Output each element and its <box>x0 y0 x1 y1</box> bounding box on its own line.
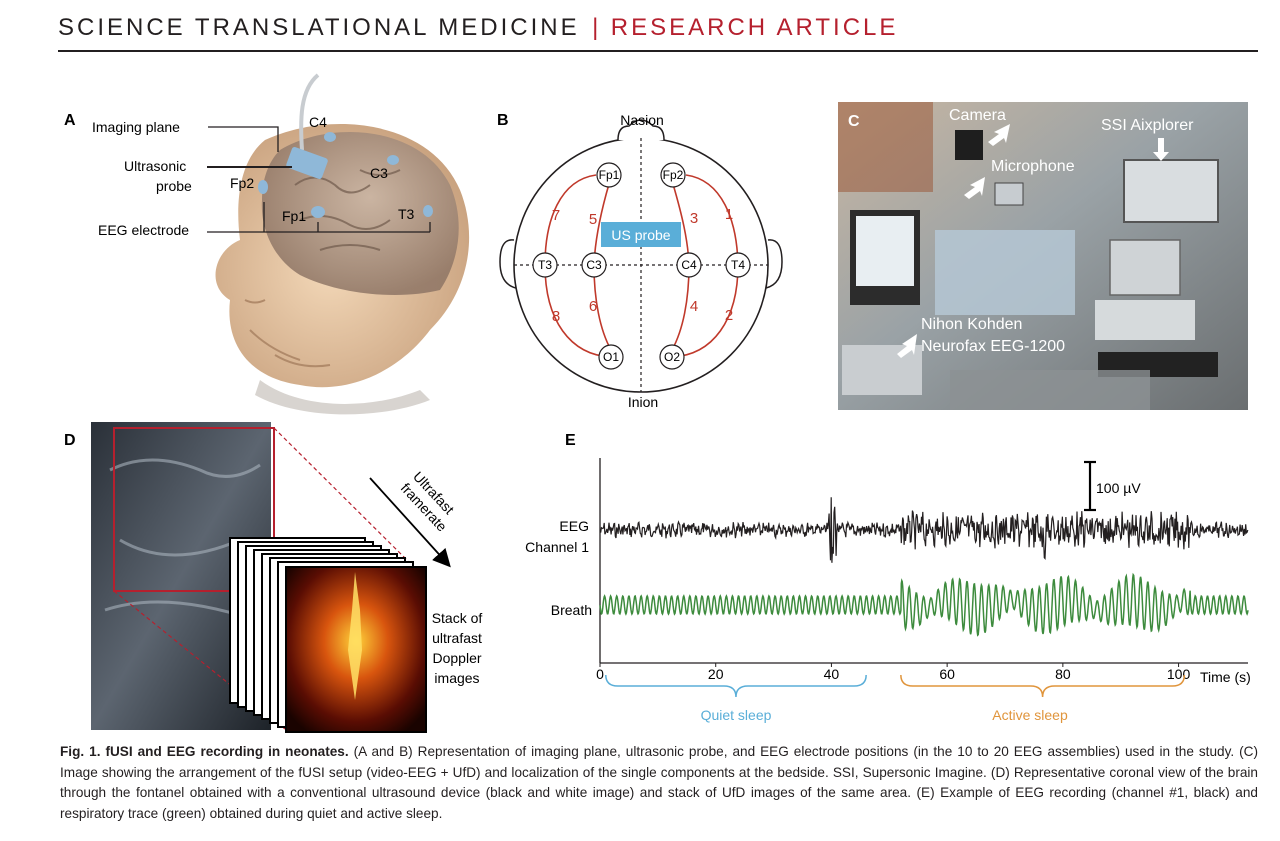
stack-line3: Doppler <box>432 650 481 666</box>
panel-e-label: E <box>565 432 576 449</box>
node-o1: O1 <box>603 350 619 364</box>
fp2-label: Fp2 <box>230 175 254 191</box>
left-ear-shape <box>499 239 517 289</box>
eeg-trace <box>599 497 1249 563</box>
incubator <box>935 230 1075 315</box>
ultrasonic-label: Ultrasonic <box>124 158 186 174</box>
scale-bar-label: 100 µV <box>1096 480 1141 496</box>
quiet-sleep-brace <box>605 674 867 698</box>
panel-e: E EEG Channel 1 Breath 100 µV 0 20 40 60 80 1… <box>525 432 1251 723</box>
node-fp2: Fp2 <box>663 168 684 182</box>
t3-label: T3 <box>398 206 415 222</box>
nk-line2: Neurofax EEG-1200 <box>921 338 1065 355</box>
x-axis-label: Time (s) <box>1200 669 1251 685</box>
framerate-arrow <box>369 477 451 568</box>
breath-trace <box>599 572 1249 637</box>
right-ear-shape <box>765 239 783 289</box>
channel-4: 4 <box>690 298 698 315</box>
electrode-dots <box>258 132 433 218</box>
x-tick-label-3: 60 <box>939 666 955 682</box>
photo-annotations: Camera Microphone SSI Aixplorer Nihon Ko… <box>921 107 1194 355</box>
probe-label: probe <box>156 178 192 194</box>
article-type: RESEARCH ARTICLE <box>610 14 899 41</box>
breath-series-label: Breath <box>551 602 592 618</box>
stack-caption: Stack of ultrafast Doppler images <box>432 610 483 686</box>
camera-device <box>955 130 983 160</box>
roi-box <box>113 427 275 592</box>
node-fp1: Fp1 <box>599 168 620 182</box>
nk-line1: Nihon Kohden <box>921 316 1022 333</box>
channel-5: 5 <box>589 211 597 228</box>
quiet-sleep-label: Quiet sleep <box>701 707 772 723</box>
x-tick-label-2: 40 <box>824 666 840 682</box>
node-c4: C4 <box>681 258 697 272</box>
ultrasonic-probe-shape <box>286 73 328 179</box>
panel-d: D Ultrafast framerate Stack of ultrafast <box>64 422 483 733</box>
microphone-label: Microphone <box>991 158 1075 175</box>
channel-1: 1 <box>725 206 733 223</box>
node-o2: O2 <box>664 350 680 364</box>
x-tick-label-0: 0 <box>596 666 604 682</box>
panel-a: A Imaging plane Ultrasonic probe EEG ele… <box>64 73 470 415</box>
node-t3: T3 <box>538 258 552 272</box>
scale-bar: 100 µV <box>1084 460 1141 512</box>
nasion-label: Nasion <box>620 112 664 128</box>
nose-shape <box>617 119 665 141</box>
channel-2: 2 <box>725 307 733 324</box>
channel-3: 3 <box>690 210 698 227</box>
stack-line1: Stack of <box>432 610 483 626</box>
ssi-screen <box>1123 159 1219 223</box>
header-rule <box>58 50 1258 52</box>
fp1-label: Fp1 <box>282 208 306 224</box>
x-tick-label-5: 100 <box>1167 666 1191 682</box>
camera-label: Camera <box>949 107 1006 124</box>
stack-line4: images <box>434 670 479 686</box>
channel-6: 6 <box>589 298 597 315</box>
eeg-series-line1: EEG <box>559 518 589 534</box>
us-probe-box <box>601 222 681 247</box>
us-probe-label: US probe <box>611 227 670 243</box>
x-tick-label-4: 80 <box>1055 666 1071 682</box>
node-t4: T4 <box>731 258 745 272</box>
c3-label: C3 <box>370 165 388 181</box>
figure-caption: Fig. 1. fUSI and EEG recording in neonat… <box>60 742 1258 824</box>
journal-name: SCIENCE TRANSLATIONAL MEDICINE <box>58 14 580 41</box>
panel-b-label: B <box>497 112 509 129</box>
inion-label: Inion <box>628 394 658 410</box>
panel-c-label: C <box>848 113 860 130</box>
header-separator: | <box>592 14 599 41</box>
ssi-label: SSI Aixplorer <box>1101 117 1194 134</box>
imaging-plane-label: Imaging plane <box>92 119 180 135</box>
channel-numbers: 1 2 3 4 5 6 7 8 <box>552 206 733 325</box>
active-sleep-brace <box>900 674 1186 698</box>
panel-b: B Fp1 Fp2 T3 C3 C4 T4 <box>497 112 783 410</box>
x-tick-group: 0 20 40 60 80 100 <box>596 663 1190 682</box>
eeg-series-line2: Channel 1 <box>525 539 589 555</box>
caption-text: (A and B) Representation of imaging plan… <box>60 744 1258 821</box>
x-tick-label-1: 20 <box>708 666 724 682</box>
eeg-electrode-label: EEG electrode <box>98 222 189 238</box>
c4-label: C4 <box>309 114 327 130</box>
panel-c: C Camera Microphone SSI Aixplorer Nihon … <box>838 102 1248 410</box>
journal-header: SCIENCE TRANSLATIONAL MEDICINE | RESEARC… <box>58 14 1258 50</box>
photo-arrows <box>897 124 1169 358</box>
caption-title: Fig. 1. fUSI and EEG recording in neonat… <box>60 744 349 759</box>
doppler-stack <box>229 537 427 733</box>
channel-7: 7 <box>552 207 560 224</box>
electrode-nodes: Fp1 Fp2 T3 C3 C4 T4 O1 O2 <box>532 162 751 370</box>
panel-d-label: D <box>64 432 76 449</box>
panel-a-label: A <box>64 112 76 129</box>
channel-8: 8 <box>552 308 560 325</box>
stack-line2: ultrafast <box>432 630 482 646</box>
active-sleep-label: Active sleep <box>992 707 1068 723</box>
node-c3: C3 <box>586 258 602 272</box>
